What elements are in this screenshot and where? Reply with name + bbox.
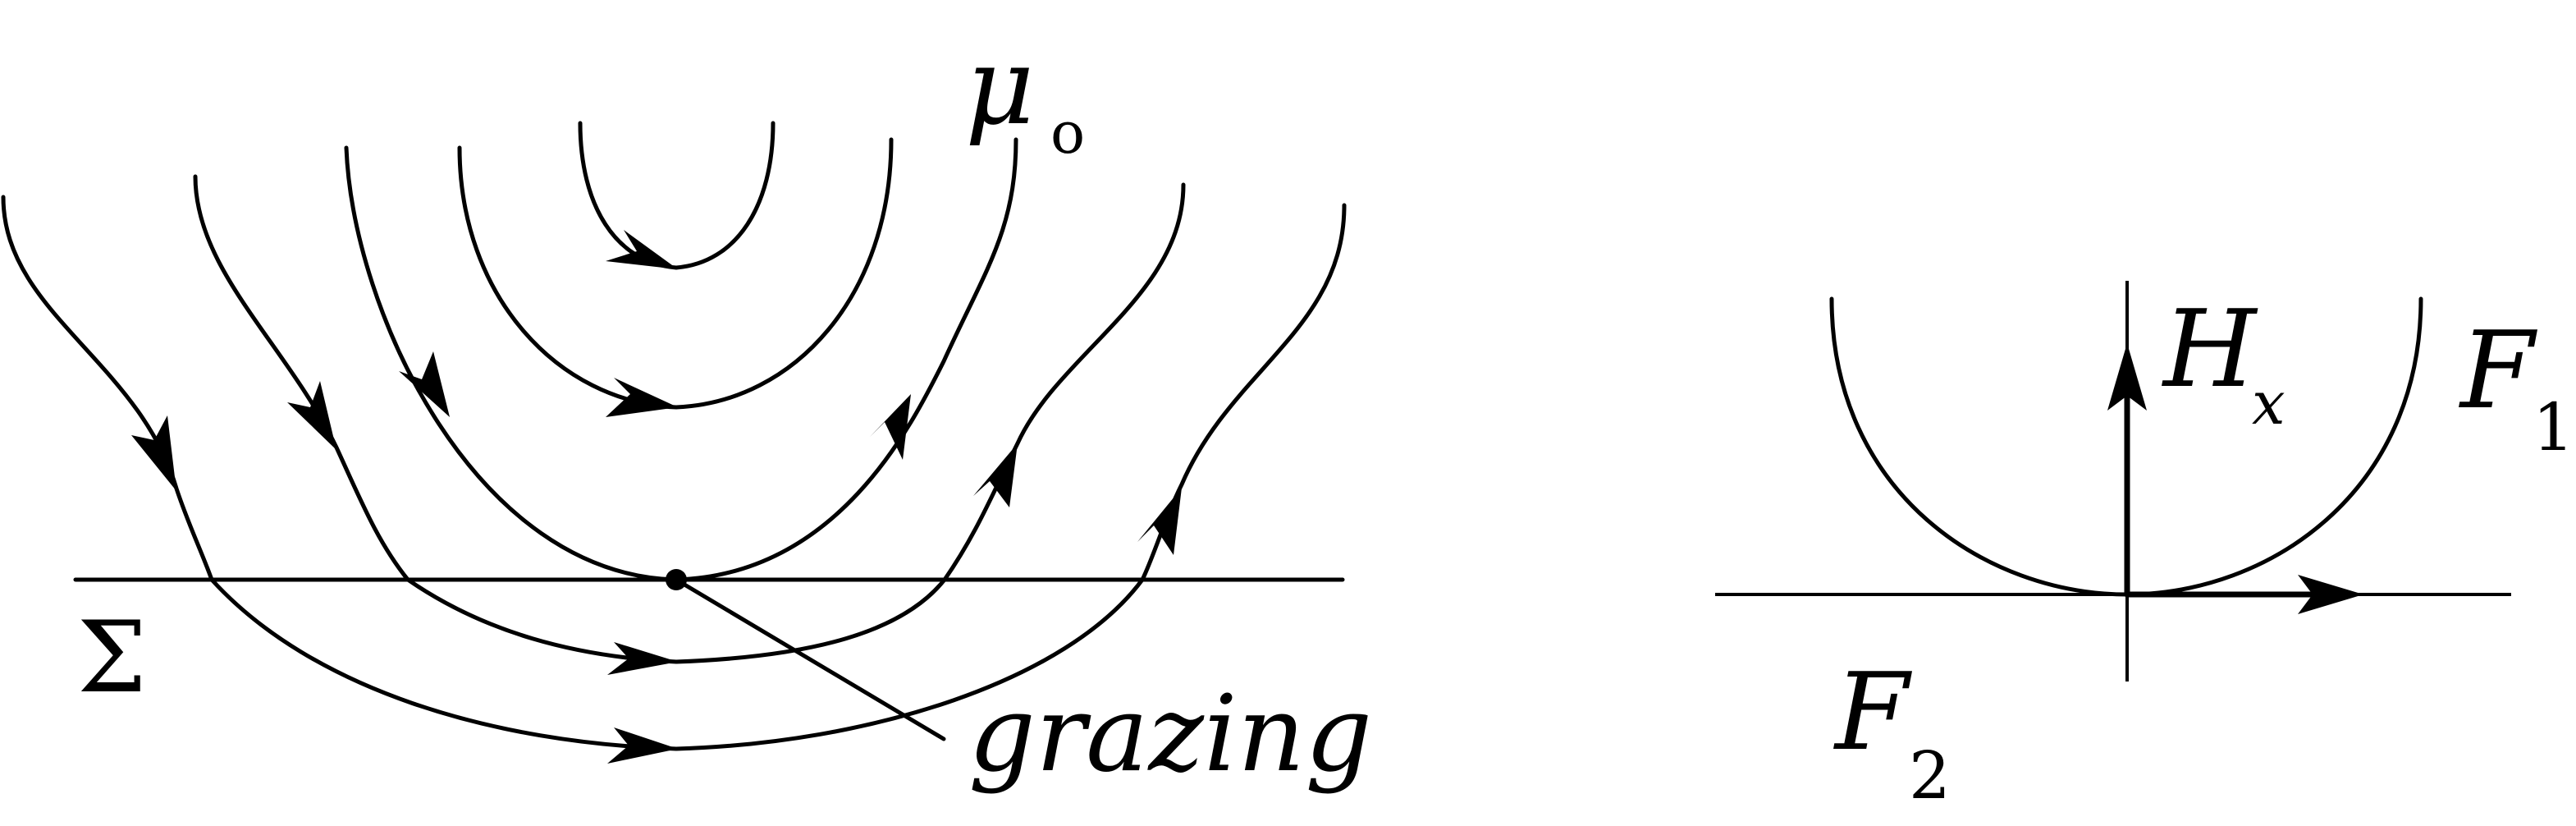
sigma-label: Σ	[77, 601, 147, 715]
mu-subscript: o	[1050, 99, 1085, 167]
arrow-inner-bottom	[607, 642, 678, 675]
horizontal-vector-arrow	[2298, 575, 2363, 614]
arrow-outer-bottom	[607, 727, 678, 764]
arrow-tangent-right	[870, 394, 911, 460]
arrow-tangent-left	[399, 351, 450, 417]
f2-subscript: 2	[1909, 737, 1951, 814]
arrow-outer-right	[1137, 488, 1182, 555]
grazing-pointer-line	[674, 577, 946, 741]
hx-label: H	[2162, 287, 2258, 411]
orbit-u2	[457, 137, 894, 410]
arrow-u1	[606, 230, 678, 269]
orbit-crossing-outer	[1, 195, 1347, 751]
hx-vector-arrow	[2107, 343, 2147, 411]
f1-label: F	[2459, 308, 2538, 433]
mu-label: μ	[965, 24, 1035, 149]
hx-subscript: x	[2252, 369, 2285, 438]
f1-subscript: 1	[2533, 389, 2574, 466]
orbit-u1	[578, 121, 776, 270]
orbit-grazing-tangent	[344, 137, 1018, 582]
right-local-picture: H x F 1 F 2	[1715, 281, 2574, 814]
arrow-inner-right	[973, 443, 1018, 507]
grazing-point-dot	[666, 569, 687, 590]
arrow-u2	[606, 378, 678, 417]
left-phase-portrait: μ o Σ grazing	[1, 24, 1372, 796]
arrow-inner-left	[287, 381, 336, 450]
arrow-outer-left	[131, 415, 176, 491]
f2-label: F	[1833, 649, 1913, 774]
grazing-label: grazing	[968, 673, 1372, 796]
